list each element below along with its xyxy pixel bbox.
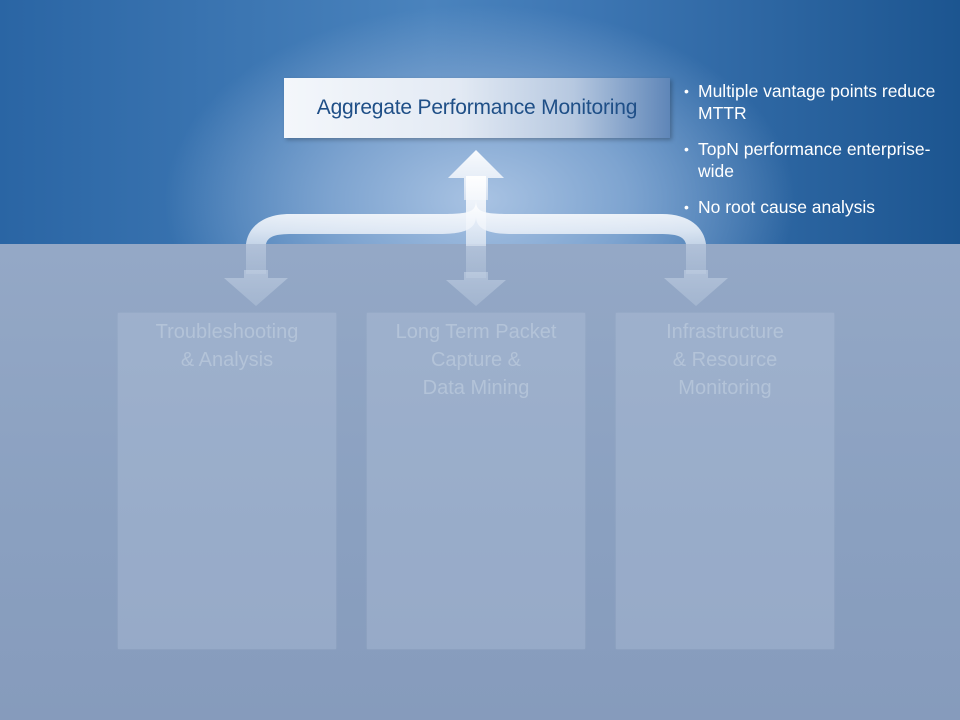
right-down-arrowhead <box>664 270 728 306</box>
packet-capture-box: Long Term Packet Capture & Data Mining <box>367 313 585 649</box>
aggregate-monitoring-box: Aggregate Performance Monitoring <box>284 78 670 138</box>
bottom-background-band <box>0 244 960 720</box>
bullet-item: TopN performance enterprise-wide <box>684 138 954 182</box>
downward-arrows <box>224 244 728 306</box>
troubleshooting-box: Troubleshooting & Analysis <box>118 313 336 649</box>
infrastructure-label: Infrastructure & Resource Monitoring <box>666 321 784 399</box>
right-down-stem <box>686 244 706 274</box>
infrastructure-box: Infrastructure & Resource Monitoring <box>616 313 834 649</box>
right-branch <box>476 200 706 244</box>
packet-capture-label: Long Term Packet Capture & Data Mining <box>395 321 557 399</box>
left-down-arrowhead <box>224 270 288 306</box>
bullet-item: No root cause analysis <box>684 196 954 218</box>
upward-arrow <box>246 150 706 246</box>
left-branch <box>246 200 476 244</box>
benefit-bullet-list: Multiple vantage points reduce MTTR TopN… <box>684 80 954 232</box>
troubleshooting-label: Troubleshooting & Analysis <box>155 321 299 371</box>
center-down-arrowhead <box>446 272 506 306</box>
up-arrowhead <box>448 150 504 200</box>
center-down-stem <box>466 244 486 278</box>
aggregate-monitoring-label: Aggregate Performance Monitoring <box>316 96 638 119</box>
bullet-item: Multiple vantage points reduce MTTR <box>684 80 954 124</box>
left-down-stem <box>246 244 266 274</box>
